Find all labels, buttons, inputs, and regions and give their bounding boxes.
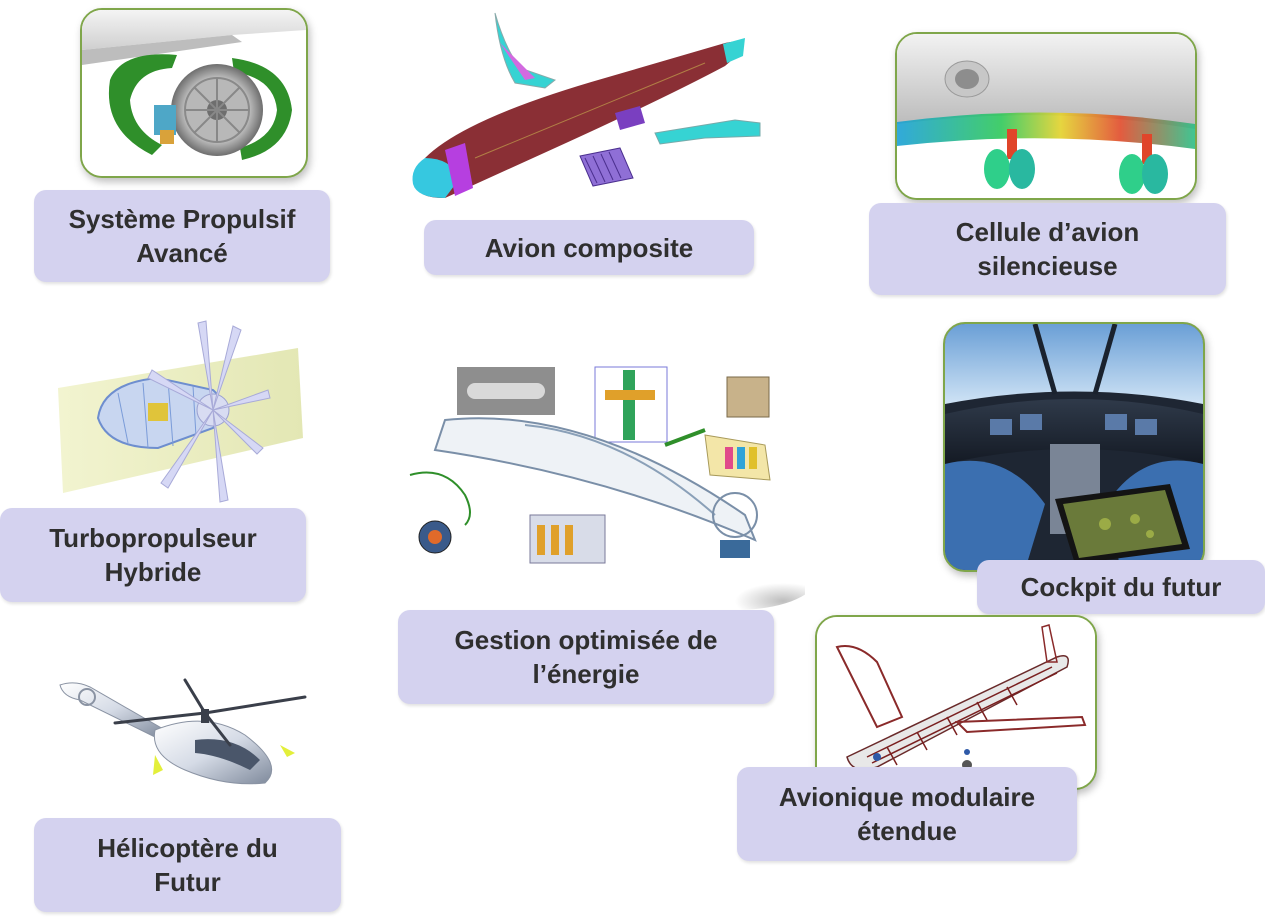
label-helicopter-line2: Futur xyxy=(154,867,221,897)
label-avionics: Avionique modulaire étendue xyxy=(737,767,1077,861)
airframe-image xyxy=(895,32,1197,200)
hybrid-turboprop-icon xyxy=(58,320,303,503)
helicopter-image xyxy=(55,675,315,795)
turboprop-image xyxy=(48,318,308,508)
label-helicopter: Hélicoptère du Futur xyxy=(34,818,341,912)
label-energy-line1: Gestion optimisée de xyxy=(454,625,718,655)
label-airframe: Cellule d’avion silencieuse xyxy=(869,203,1226,295)
engine-nacelle-icon xyxy=(82,10,306,176)
label-avionics-line1: Avionique modulaire xyxy=(778,782,1036,812)
energy-systems-icon xyxy=(409,366,805,610)
propulsion-image xyxy=(80,8,308,178)
label-turboprop-line1: Turbopropulseur xyxy=(49,523,257,553)
avionics-aircraft-icon xyxy=(817,617,1095,788)
cockpit-image xyxy=(943,322,1205,572)
label-turboprop-line2: Hybride xyxy=(104,557,202,587)
label-propulsion-line2: Avancé xyxy=(136,238,228,268)
label-propulsion-line1: Système Propulsif xyxy=(68,204,296,234)
label-energy: Gestion optimisée de l’énergie xyxy=(398,610,774,704)
label-cockpit-line1: Cockpit du futur xyxy=(1020,572,1222,602)
energy-image xyxy=(405,365,805,610)
label-composite-line1: Avion composite xyxy=(484,232,694,263)
label-avionics-line2: étendue xyxy=(857,816,957,846)
label-propulsion: Système Propulsif Avancé xyxy=(34,190,330,282)
label-turboprop: Turbopropulseur Hybride xyxy=(0,508,306,602)
label-energy-line2: l’énergie xyxy=(532,659,640,689)
avionics-image xyxy=(815,615,1097,790)
label-airframe-line1: Cellule d’avion xyxy=(955,217,1140,247)
label-airframe-line2: silencieuse xyxy=(977,251,1118,281)
label-helicopter-line1: Hélicoptère du xyxy=(97,833,278,863)
cockpit-icon xyxy=(945,324,1203,570)
label-cockpit: Cockpit du futur xyxy=(977,560,1265,614)
composite-aircraft-icon xyxy=(412,12,761,198)
helicopter-icon xyxy=(59,678,307,785)
airframe-landing-gear-icon xyxy=(897,34,1195,198)
composite-image xyxy=(405,8,765,213)
label-composite: Avion composite xyxy=(424,220,754,275)
